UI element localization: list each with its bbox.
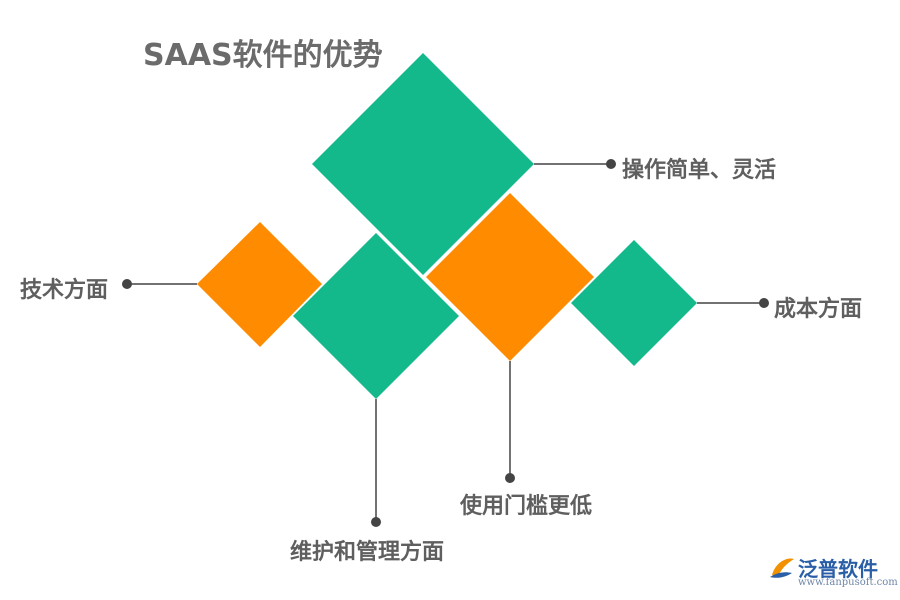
brand-logo: 泛普软件 www.fanpusoft.com [768, 553, 898, 593]
label-bottom-middle: 使用门槛更低 [460, 494, 593, 519]
diamond-right-green [571, 240, 697, 366]
logo-name: 泛普软件 [798, 557, 878, 581]
label-top: 操作简单、灵活 [622, 158, 777, 183]
label-bottom-left: 维护和管理方面 [290, 540, 445, 565]
connector-top-dot [606, 159, 616, 169]
label-right: 成本方面 [774, 297, 863, 322]
connector-right-dot [759, 298, 769, 308]
connector-bottom-left-dot [371, 517, 381, 527]
diamond-middle-orange [426, 193, 594, 361]
connector-bottom-middle-dot [505, 473, 515, 483]
diamond-top-green [312, 53, 534, 275]
connector-left-dot [122, 279, 132, 289]
diamond-left-orange [197, 222, 322, 347]
label-left: 技术方面 [20, 278, 109, 303]
diagram-title: SAAS软件的优势 [143, 38, 383, 73]
logo-url: www.fanpusoft.com [798, 577, 898, 588]
diamond-middle-green [293, 233, 459, 399]
logo-mark-icon [770, 558, 794, 578]
